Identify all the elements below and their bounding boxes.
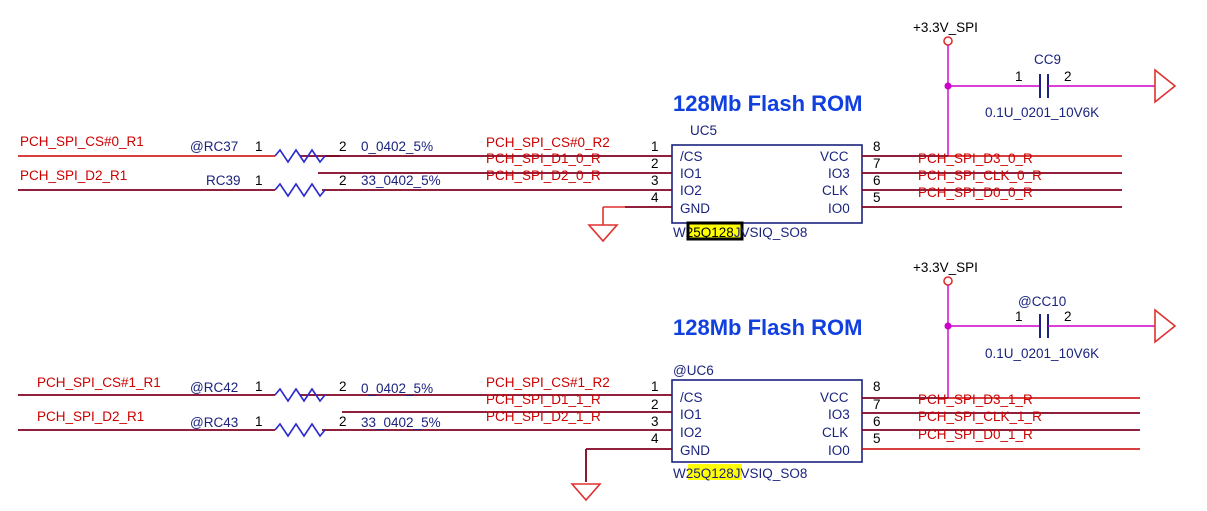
pin-name-io0-top: IO0 [828,201,850,216]
resistor-rc43 [274,422,326,438]
pin-num-5-top: 5 [873,190,881,205]
part-highlight-box-top [686,221,744,241]
res-ref-rc42: @RC42 [190,380,238,395]
pin-name-io3-bottom: IO3 [828,407,850,422]
res-ref-rc37: @RC37 [190,139,238,154]
power-label-bottom: +3.3V_SPI [913,260,978,275]
pin-name-io1-top: IO1 [680,166,702,181]
res-value-rc37: 0_0402_5% [361,139,433,154]
net-label-d2-r1-bottom: PCH_SPI_D2_R1 [37,409,144,424]
pin-name-io3-top: IO3 [828,166,850,181]
net-label-d3-top: PCH_SPI_D3_0_R [918,151,1033,166]
net-label-d2-r1-top: PCH_SPI_D2_R1 [20,168,127,183]
resistor-rc39 [274,182,326,198]
pin-num-6-top: 6 [873,173,881,188]
part-highlight-bottom [688,464,742,480]
net-label-d0-bottom: PCH_SPI_D0_1_R [918,427,1033,442]
res-ref-rc39: RC39 [206,173,241,188]
flash-chip-uc5 [671,144,863,224]
cap-ref-top: CC9 [1034,52,1061,67]
res-pin2-rc43: 2 [339,414,347,429]
ground-symbol-top [587,224,619,243]
pin-name-io2-bottom: IO2 [680,425,702,440]
net-label-d1-top: PCH_SPI_D1_0_R [486,151,601,166]
pin-num-4-top: 4 [651,190,659,205]
res-pin1-rc37: 1 [255,139,263,154]
res-pin2-rc39: 2 [339,173,347,188]
power-label-top: +3.3V_SPI [913,20,978,35]
flash-chip-uc6 [671,379,863,463]
res-ref-rc43: @RC43 [190,415,238,430]
block-title-bottom: 128Mb Flash ROM [673,315,862,340]
net-label-d0-top: PCH_SPI_D0_0_R [918,185,1033,200]
flash-block-top: +3.3V_SPI CC9 1 2 0.1U_0201_10V6K 128Mb … [18,20,1177,243]
part-number-top: W25Q128JVSIQ_SO8 [673,221,807,241]
resistor-rc42 [274,387,326,403]
pin-num-2-bottom: 2 [651,397,659,412]
chip-ref-top: UC5 [690,123,717,138]
res-pin2-rc37: 2 [339,139,347,154]
pin-name-io2-top: IO2 [680,183,702,198]
pin-num-8-top: 8 [873,139,881,154]
pin-name-vcc-top: VCC [820,149,849,164]
cap-pin2-bottom: 2 [1064,309,1072,324]
pin-num-2-top: 2 [651,156,659,171]
net-label-clk-bottom: PCH_SPI_CLK_1_R [918,409,1042,424]
res-pin1-rc42: 1 [255,379,263,394]
pin-num-3-top: 3 [651,173,659,188]
pin-name-cs-bottom: /CS [680,390,703,405]
part-label-bottom: W25Q128JVSIQ_SO8 [673,466,807,481]
pin-name-gnd-bottom: GND [680,443,710,458]
net-label-d3-bottom: PCH_SPI_D3_1_R [918,392,1033,407]
pin-num-7-top: 7 [873,156,881,171]
cap-pin1-bottom: 1 [1015,309,1023,324]
pin-name-clk-bottom: CLK [822,425,848,440]
ground-symbol-cap-bottom [1154,308,1177,344]
block-title-top: 128Mb Flash ROM [673,91,862,116]
net-label-cs-r2-top: PCH_SPI_CS#0_R2 [486,135,610,150]
pin-name-cs-top: /CS [680,149,703,164]
flash-block-bottom: +3.3V_SPI @CC10 1 2 0.1U_0201_10V6K 128M… [18,260,1177,502]
resistor-rc37 [274,148,326,164]
net-label-cs-r2-bottom: PCH_SPI_CS#1_R2 [486,375,610,390]
pin-name-vcc-bottom: VCC [820,390,849,405]
pin-name-io1-bottom: IO1 [680,407,702,422]
pin-num-1-top: 1 [651,139,659,154]
net-label-cs-r1-bottom: PCH_SPI_CS#1_R1 [37,375,161,390]
res-pin1-rc43: 1 [255,414,263,429]
ground-symbol-cap-top [1154,68,1177,104]
pin-num-8-bottom: 8 [873,379,881,394]
net-label-cs-r1-top: PCH_SPI_CS#0_R1 [20,134,144,149]
cap-value-bottom: 0.1U_0201_10V6K [985,346,1099,361]
pin-name-io0-bottom: IO0 [828,443,850,458]
pin-num-4-bottom: 4 [651,431,659,446]
res-value-rc43: 33_0402_5% [361,415,441,430]
cap-ref-bottom: @CC10 [1018,294,1066,309]
power-port-top [943,36,953,46]
pin-num-1-bottom: 1 [651,379,659,394]
pin-num-3-bottom: 3 [651,414,659,429]
cap-value-top: 0.1U_0201_10V6K [985,105,1099,120]
net-label-d2-r-top: PCH_SPI_D2_0_R [486,168,601,183]
power-port-bottom [943,276,953,286]
pin-num-5-bottom: 5 [873,431,881,446]
ground-symbol-bottom [570,483,602,502]
net-label-d2-r-bottom: PCH_SPI_D2_1_R [486,409,601,424]
pin-name-gnd-top: GND [680,201,710,216]
res-value-rc42: 0_0402_5% [361,381,433,396]
res-value-rc39: 33_0402_5% [361,173,441,188]
net-label-d1-bottom: PCH_SPI_D1_1_R [486,392,601,407]
res-pin2-rc42: 2 [339,379,347,394]
part-label-top: W25Q128JVSIQ_SO8 [673,225,807,240]
pin-num-7-bottom: 7 [873,397,881,412]
pin-num-6-bottom: 6 [873,414,881,429]
cap-pin2-top: 2 [1064,69,1072,84]
net-label-clk-top: PCH_SPI_CLK_0_R [918,168,1042,183]
pin-name-clk-top: CLK [822,183,848,198]
cap-pin1-top: 1 [1015,69,1023,84]
part-number-bottom: W25Q128JVSIQ_SO8 [673,464,807,481]
chip-ref-bottom: @UC6 [673,363,714,378]
res-pin1-rc39: 1 [255,173,263,188]
